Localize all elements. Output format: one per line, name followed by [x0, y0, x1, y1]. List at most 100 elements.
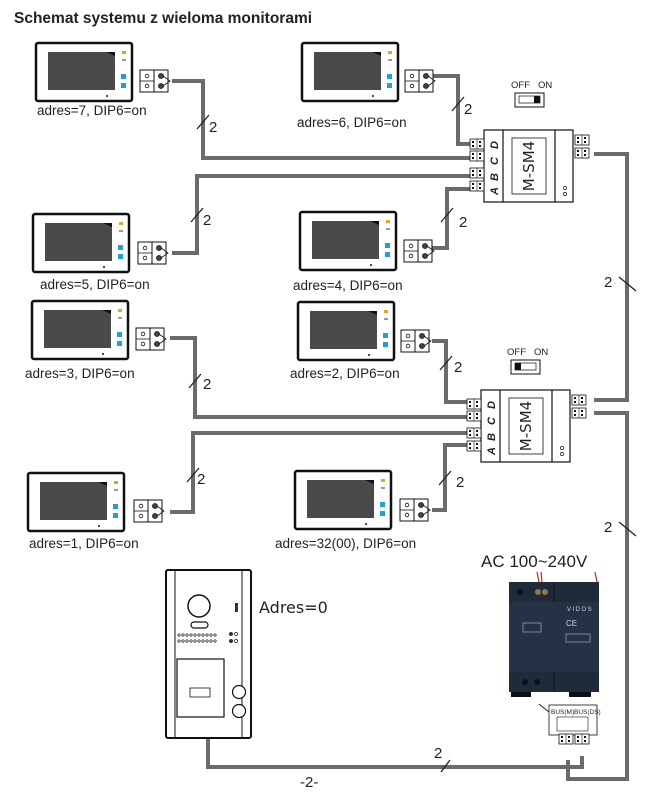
svg-text:C: C — [486, 416, 498, 425]
monitor-label: adres=5, DIP6=on — [40, 277, 150, 292]
dip-switch-2[interactable]: OFF ON — [507, 347, 548, 375]
monitor-label: adres=6, DIP6=on — [297, 115, 407, 130]
port-b[interactable] — [469, 167, 485, 179]
wire-count-label: 2 — [604, 519, 612, 536]
door-station[interactable] — [165, 569, 252, 739]
monitor-m7[interactable] — [34, 41, 171, 103]
diagram-title: Schemat systemu z wieloma monitorami — [14, 10, 313, 27]
speaker-grill — [177, 633, 217, 643]
monitor-label: adres=2, DIP6=on — [290, 366, 400, 381]
svg-text:CE: CE — [566, 619, 577, 628]
terminal-icon — [139, 69, 171, 93]
terminal-icon — [135, 327, 167, 351]
switch-off-label: OFF — [507, 347, 526, 358]
svg-text:B: B — [489, 173, 501, 181]
distributor-name: M-SM4 — [517, 401, 535, 451]
port-a[interactable] — [466, 440, 482, 452]
svg-text:A: A — [486, 447, 498, 456]
switch-off-label: OFF — [511, 80, 530, 91]
call-button[interactable] — [231, 703, 247, 719]
wire-sm4-chain — [594, 152, 629, 402]
wire-m4 — [432, 187, 470, 250]
wire-m1 — [170, 431, 470, 514]
distributor-m-sm4-1[interactable]: M-SM4 A B C D — [469, 129, 590, 203]
terminal-icon — [133, 499, 165, 523]
camera-icon — [187, 594, 211, 618]
svg-text:A: A — [489, 187, 501, 196]
monitor-m5[interactable] — [31, 212, 169, 274]
wire-count-label: 2 — [604, 274, 612, 291]
port-out-1[interactable] — [571, 394, 587, 406]
wire-m3 — [170, 336, 470, 419]
monitor-label: adres=4, DIP6=on — [293, 278, 403, 293]
psu-brand: VIDOS — [567, 607, 593, 613]
monitor-icon — [34, 41, 134, 103]
port-b[interactable] — [466, 427, 482, 439]
port-labels: A B C D — [489, 141, 501, 196]
port-out-2[interactable] — [574, 147, 590, 159]
monitor-m2[interactable] — [296, 300, 432, 362]
monitor-icon — [293, 469, 393, 531]
port-out-1[interactable] — [574, 134, 590, 146]
port-d[interactable] — [469, 138, 485, 150]
monitor-icon — [300, 41, 400, 103]
monitor-label: adres=32(00), DIP6=on — [275, 536, 417, 551]
wire-count-label: 2 — [459, 214, 467, 231]
switch-knob — [515, 363, 521, 370]
bus-ds-port[interactable] — [574, 733, 590, 745]
svg-text:D: D — [489, 141, 501, 149]
port-c[interactable] — [469, 150, 485, 162]
bus-terminal[interactable]: BUS(M) BUS(DS) — [548, 704, 601, 745]
switch-knob — [534, 96, 540, 103]
wire-sm4-psu — [566, 411, 629, 781]
call-button[interactable] — [231, 684, 247, 700]
rfid-card-icon — [189, 687, 211, 698]
terminal-icon — [137, 241, 169, 265]
svg-text:C: C — [489, 156, 501, 165]
port-d[interactable] — [466, 398, 482, 410]
terminal-icon — [404, 69, 436, 93]
svg-text:B: B — [486, 433, 498, 441]
wire-count-label: 2 — [434, 745, 442, 762]
wire-count-markers — [186, 96, 637, 773]
distributor-m-sm4-2[interactable]: M-SM4 A B C D — [466, 389, 587, 463]
wire-count-label: 2 — [464, 101, 472, 118]
terminal-icon — [400, 329, 432, 353]
switch-on-label: ON — [538, 80, 552, 91]
terminal-icon — [399, 498, 431, 522]
wire-count-label: 2 — [197, 471, 205, 488]
monitor-m1[interactable] — [26, 471, 165, 533]
bus-m-port[interactable] — [558, 733, 574, 745]
wire-m6 — [432, 74, 470, 146]
wires — [170, 74, 629, 781]
power-supply-label: AC 100~240V — [481, 552, 588, 571]
monitor-icon — [30, 299, 130, 361]
bus-m-label: BUS(M) — [551, 709, 574, 716]
monitor-icon — [296, 300, 396, 362]
wire-count-label: 2 — [203, 212, 211, 229]
svg-text:D: D — [486, 401, 498, 409]
wire-m7 — [172, 79, 470, 160]
monitor-m6[interactable] — [300, 41, 436, 103]
wire-count-label: 2 — [456, 474, 464, 491]
wire-count-label: 2 — [203, 376, 211, 393]
dip-switch-1[interactable]: OFF ON — [511, 80, 552, 108]
wire-m2 — [432, 339, 470, 404]
monitor-m4[interactable] — [298, 210, 435, 272]
door-station-label: Adres=0 — [259, 598, 328, 617]
port-c[interactable] — [466, 410, 482, 422]
monitor-m3[interactable] — [30, 299, 167, 361]
switch-on-label: ON — [534, 347, 548, 358]
bottom-label: -2- — [300, 774, 318, 791]
wire-door-psu — [206, 738, 584, 769]
wire-count-label: 2 — [454, 359, 462, 376]
port-out-2[interactable] — [571, 407, 587, 419]
wire-count-labels: 2 2 2 2 2 2 2 2 2 2 2 -2- — [197, 101, 612, 791]
port-a[interactable] — [469, 180, 485, 192]
monitor-icon — [298, 210, 398, 272]
monitor-icon — [31, 212, 131, 274]
port-labels: A B C D — [486, 401, 498, 456]
monitor-m32[interactable] — [293, 469, 431, 531]
power-supply[interactable]: VIDOS CE — [509, 571, 599, 713]
